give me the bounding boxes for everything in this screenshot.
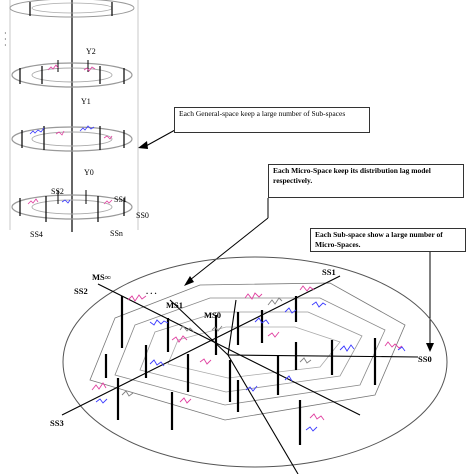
lag-series xyxy=(91,285,406,432)
layer-y2 xyxy=(11,60,133,88)
subspace-label-ss0: SS0 xyxy=(136,211,149,220)
sub-space-arrowhead xyxy=(426,343,434,352)
micro-space-bars xyxy=(104,296,377,445)
callout-micro-space: Each Micro-Space keep its distribution l… xyxy=(268,164,464,198)
axis-ms0 xyxy=(227,299,237,356)
axis-ms xyxy=(169,299,229,356)
layer-y0 xyxy=(11,190,133,222)
axis-ss0 xyxy=(227,354,419,358)
micro-space-arrow xyxy=(189,217,269,281)
subspace-detail: SS1 SS2 SS0 SS3 MS∞ MS1 MS0 . . . xyxy=(50,256,448,474)
axis-label-ss2: SS2 xyxy=(74,286,88,296)
layer-stack: ··· Y2 Y1 Y0 SS2 SS1 SS0 SS4 SSn xyxy=(4,0,149,239)
callout-general-space: Each General-space keep a large number o… xyxy=(174,107,370,133)
general-space-arrowhead xyxy=(138,141,148,149)
stack-dots: ··· xyxy=(4,29,7,50)
micro-label-ms0: MS0 xyxy=(204,310,221,320)
axis-ss3-ss1 xyxy=(61,275,341,416)
micro-ellipsis: . . . xyxy=(146,286,157,296)
layer-top xyxy=(9,0,135,18)
general-space-arrow xyxy=(145,129,176,147)
layer-y1 xyxy=(11,125,133,152)
subspace-label-ssn: SSn xyxy=(110,229,123,238)
axis-label-ss3: SS3 xyxy=(50,418,64,428)
subspace-label-ss1: SS1 xyxy=(114,195,127,204)
subspace-label-ss2: SS2 xyxy=(51,187,64,196)
callout-arrows xyxy=(138,129,434,352)
micro-space-arrowhead xyxy=(184,276,194,286)
micro-label-ms1: MS1 xyxy=(166,300,183,310)
layer-label-y1: Y1 xyxy=(81,97,91,106)
layer-label-y0: Y0 xyxy=(84,168,94,177)
layer-label-y2: Y2 xyxy=(86,47,96,56)
axis-label-ss0: SS0 xyxy=(418,354,432,364)
micro-label-ms-infinity: MS∞ xyxy=(92,272,111,282)
axis-label-ss1: SS1 xyxy=(322,267,336,277)
axis-down xyxy=(227,354,299,474)
subspace-label-ss4: SS4 xyxy=(30,230,43,239)
detail-outer-ellipse xyxy=(62,256,448,468)
callout-sub-space: Each Sub-space show a large number of Mi… xyxy=(310,228,466,252)
